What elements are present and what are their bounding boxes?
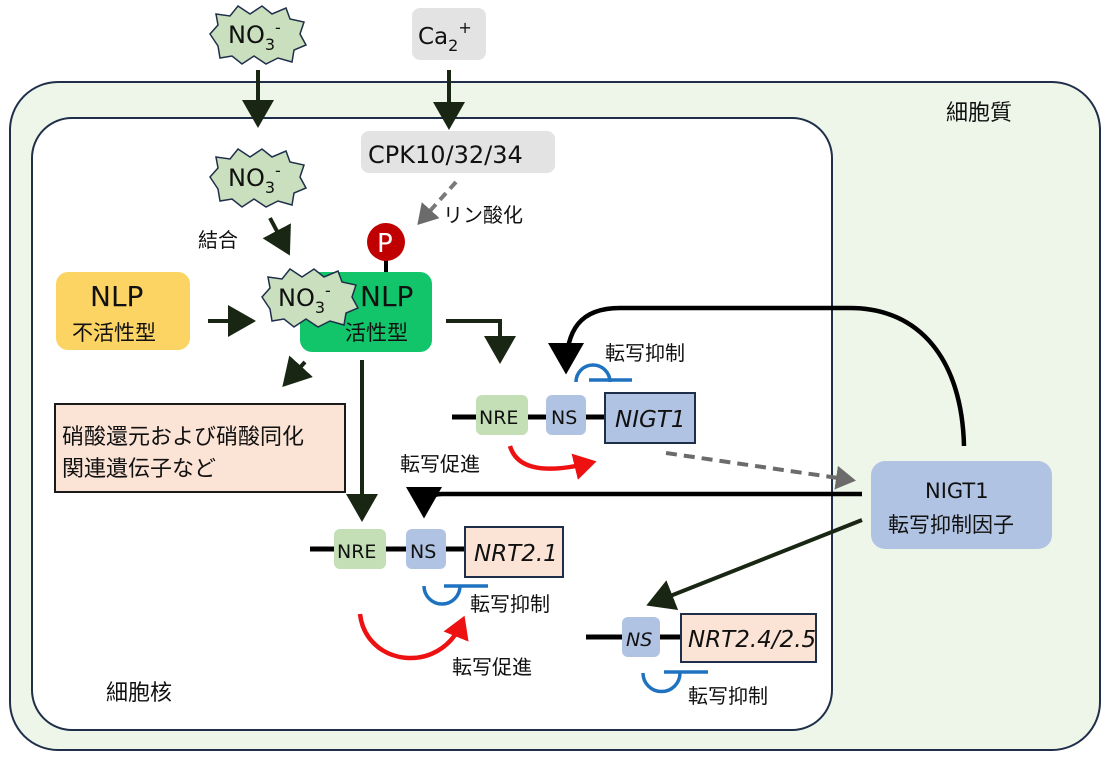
nitrate-internal: NO3- (209, 147, 308, 208)
binding-label: 結合 (198, 228, 238, 252)
repression-label: 転写抑制 (688, 684, 768, 708)
activation-curve (507, 445, 597, 480)
nigt1-to-nrt24-arrow (646, 518, 863, 611)
svg-text:NO3-: NO3- (278, 281, 331, 317)
repression-symbol (422, 584, 488, 606)
svg-text:活性型: 活性型 (345, 321, 408, 345)
nitrate-bound: NO3- (261, 267, 360, 328)
svg-text:NRE: NRE (479, 407, 518, 429)
svg-text:転写抑制因子: 転写抑制因子 (888, 513, 1014, 537)
promoter-nrt24-25: NS NRT2.4/2.5 (586, 613, 817, 663)
target-genes-box: 硝酸還元および硝酸同化 関連遺伝子など (54, 403, 346, 493)
svg-text:CPK10/32/34: CPK10/32/34 (368, 141, 523, 169)
binding-arrow (262, 217, 291, 256)
repression-label: 転写抑制 (470, 592, 550, 616)
calcium-signal: Ca2+ (412, 8, 486, 60)
nlp-to-nigt1-arrow (446, 319, 516, 364)
gene-nrt24-25 (680, 613, 817, 663)
svg-text:NRT2.1: NRT2.1 (474, 541, 558, 567)
gene-nigt1 (604, 392, 696, 444)
repression-symbol (641, 670, 708, 694)
cytoplasm-label: 細胞質 (946, 101, 1012, 126)
nigt1-repressor: NIGT1 転写抑制因子 (871, 461, 1052, 549)
svg-text:NRT2.4/2.5: NRT2.4/2.5 (688, 627, 816, 653)
nigt1-feedback-arrow (548, 305, 967, 447)
svg-text:NS: NS (551, 407, 577, 429)
phosphorylation-arrow (417, 180, 458, 225)
nlp-inactive: NLP 不活性型 (56, 272, 190, 350)
svg-text:P: P (377, 229, 393, 259)
ns-element (546, 395, 586, 435)
svg-text:NIGT1: NIGT1 (615, 407, 686, 433)
gene-nrt21 (464, 526, 564, 578)
nucleus-label: 細胞核 (106, 681, 172, 706)
activation-curve (357, 613, 469, 661)
svg-text:NO3-: NO3- (228, 161, 281, 197)
nucleus-compartment (31, 117, 833, 731)
ns-element (406, 529, 446, 569)
svg-text:硝酸還元および硝酸同化: 硝酸還元および硝酸同化 (62, 425, 304, 450)
nre-element (476, 395, 528, 435)
target-genes-arrow (282, 355, 313, 387)
translation-arrow (665, 451, 856, 490)
svg-text:不活性型: 不活性型 (72, 321, 156, 345)
repression-label: 転写抑制 (605, 341, 685, 365)
promoter-nigt1: NRE NS NIGT1 (452, 392, 696, 444)
svg-text:NO3-: NO3- (228, 18, 281, 54)
nitrate-external: NO3- (209, 4, 308, 65)
cpk-kinase: CPK10/32/34 (361, 131, 555, 173)
nitrate-text: NO (228, 21, 265, 49)
svg-text:NS: NS (626, 629, 652, 651)
svg-text:関連遺伝子など: 関連遺伝子など (62, 457, 216, 482)
svg-text:Ca2+: Ca2+ (418, 18, 472, 55)
svg-text:NIGT1: NIGT1 (925, 479, 989, 503)
activation-label: 転写促進 (452, 655, 532, 679)
repression-symbol (574, 363, 632, 383)
nre-element (334, 529, 386, 569)
ns-element (622, 617, 660, 657)
svg-text:NRE: NRE (337, 541, 376, 563)
svg-text:NS: NS (410, 541, 436, 563)
svg-text:NLP: NLP (360, 280, 413, 313)
phosphorylation-label: リン酸化 (443, 203, 523, 227)
activation-label: 転写促進 (400, 452, 480, 476)
promoter-nrt21: NRE NS NRT2.1 (310, 526, 564, 578)
nitrate-star-shape (209, 4, 308, 65)
svg-text:NLP: NLP (90, 280, 143, 313)
phosphate-group: P (367, 223, 405, 261)
nigt1-to-nrt21-arrow (406, 486, 862, 519)
